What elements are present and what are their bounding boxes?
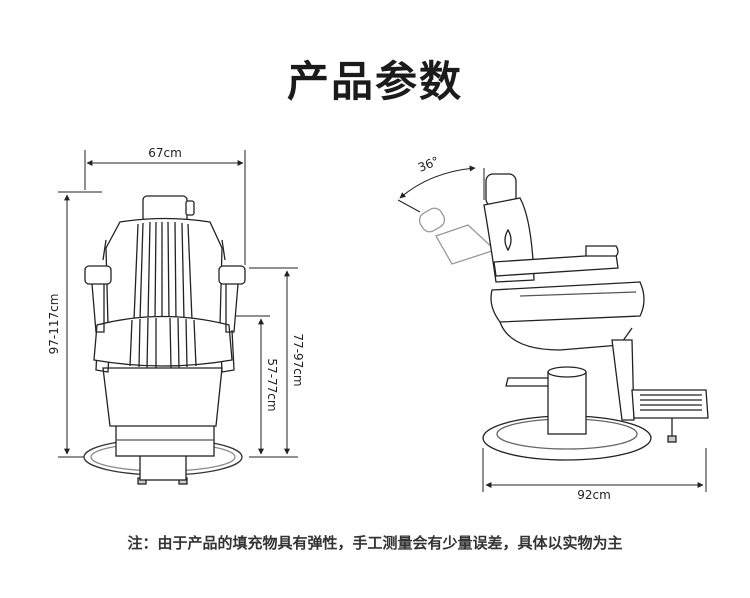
page-title: 产品参数 — [286, 57, 463, 106]
seat-height-label: 57-77cm — [265, 358, 279, 411]
side-view-chair — [418, 173, 709, 461]
front-view-chair — [83, 195, 246, 485]
disclaimer-note: 注：由于产品的填充物具有弹性，手工测量会有少量误差，具体以实物为主 — [127, 534, 623, 552]
front-view-dimensions — [58, 150, 298, 458]
armrest-height-label: 77-97cm — [291, 333, 305, 386]
width-label: 67cm — [148, 146, 182, 160]
total-height-label: 97-117cm — [47, 294, 61, 355]
side-view-dimensions — [397, 165, 707, 492]
depth-label: 92cm — [577, 488, 611, 502]
recline-angle-label: 36° — [416, 154, 441, 175]
